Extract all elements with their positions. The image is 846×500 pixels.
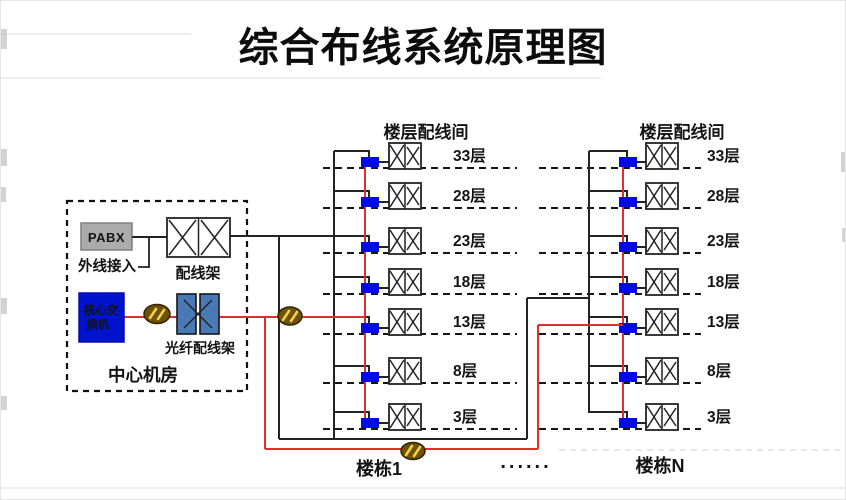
copper-branch-line xyxy=(589,150,646,163)
floor-label: 23层 xyxy=(707,232,740,250)
fiber-cable-icon xyxy=(143,303,171,325)
floor-label: 3层 xyxy=(453,408,477,426)
floor-closet-header-n: 楼层配线间 xyxy=(640,122,725,142)
copper-branch-line xyxy=(589,411,646,424)
fiber-node xyxy=(619,157,637,167)
fiber-cable-icons xyxy=(143,303,426,461)
machine-room-label: 中心机房 xyxy=(108,365,178,385)
copper-branch-line xyxy=(589,365,646,378)
floor-label: 28层 xyxy=(453,187,486,205)
floor-label: 13层 xyxy=(453,313,486,331)
fiber-node xyxy=(361,323,379,333)
pabx-box xyxy=(80,222,133,251)
scan-artifacts xyxy=(1,29,845,489)
fiber-node xyxy=(619,283,637,293)
fiber-node xyxy=(361,418,379,428)
patch-panel-label: 配线架 xyxy=(175,264,220,282)
building-n-riser-column: 33层 28层 23层 18层 13层 8层 3层 xyxy=(539,142,740,431)
floor-label: 8层 xyxy=(707,362,731,380)
building-1-label: 楼栋1 xyxy=(356,458,402,479)
fiber-node xyxy=(361,197,379,207)
floor-label: 18层 xyxy=(453,273,486,291)
machine-room-boundary xyxy=(65,199,249,393)
pabx-label: PABX xyxy=(88,230,125,245)
floor-label: 13层 xyxy=(707,313,740,331)
fiber-node xyxy=(619,242,637,252)
external-access-line xyxy=(138,238,150,268)
fiber-node xyxy=(619,323,637,333)
copper-branch-line xyxy=(589,316,646,329)
copper-branch-line xyxy=(589,235,646,248)
floor-closet-header-1: 楼层配线间 xyxy=(384,122,469,142)
floor-label: 18层 xyxy=(707,273,740,291)
fiber-patch-panel-label: 光纤配线架 xyxy=(164,340,235,356)
copper-branch-line xyxy=(589,276,646,289)
floor-label: 33层 xyxy=(453,147,486,165)
floor-label: 3层 xyxy=(707,408,731,426)
copper-branch-line xyxy=(589,190,646,203)
floor-label: 33层 xyxy=(707,147,740,165)
building-1-riser-column: 33层 28层 23层 18层 13层 8层 3层 xyxy=(323,142,517,439)
central-machine-room: PABX 外线接入 配线架 核心交 换机 xyxy=(65,199,249,393)
fiber-node xyxy=(361,372,379,382)
fiber-node xyxy=(361,283,379,293)
page-title: 综合布线系统原理图 xyxy=(238,26,608,70)
external-access-label: 外线接入 xyxy=(78,257,136,275)
core-switch-label-line1: 核心交 xyxy=(84,303,119,317)
fiber-node xyxy=(619,372,637,382)
building-n-label: 楼栋N xyxy=(636,455,685,476)
buildings-ellipsis: ...... xyxy=(500,451,551,473)
floor-label: 8层 xyxy=(453,362,477,380)
floor-label: 28层 xyxy=(707,187,740,205)
fiber-cable-icon xyxy=(277,306,303,326)
fiber-node xyxy=(361,242,379,252)
floor-label: 23层 xyxy=(453,232,486,250)
main-patch-panel xyxy=(166,217,231,258)
fiber-node xyxy=(619,197,637,207)
core-switch-label-line2: 换机 xyxy=(87,317,110,331)
fiber-cable-icon xyxy=(400,441,426,461)
fiber-patch-panel xyxy=(176,293,220,335)
core-switch-box: 核心交 换机 xyxy=(78,292,125,343)
fiber-node xyxy=(619,418,637,428)
fiber-node xyxy=(361,157,379,167)
